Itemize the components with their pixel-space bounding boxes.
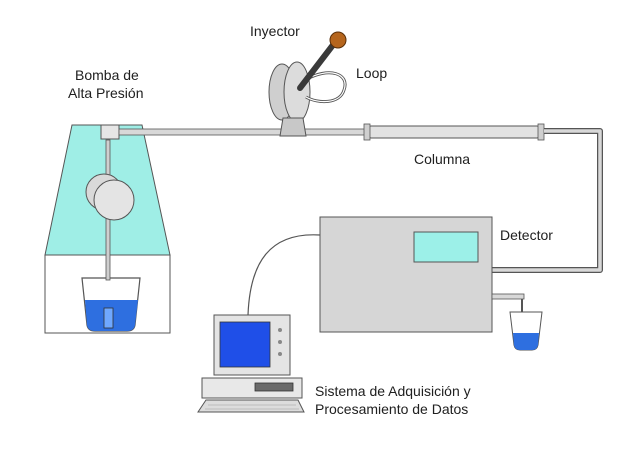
injector-disc-front: [283, 61, 311, 123]
injector-label: Inyector: [250, 23, 300, 39]
column-fitting-left: [363, 123, 371, 141]
computer-screen: [219, 321, 271, 368]
detector-display: [413, 231, 479, 263]
column-label: Columna: [414, 151, 471, 167]
data-system-label-line2: Procesamiento de Datos: [315, 401, 469, 417]
pump-label-line1: Bomba de: [75, 67, 139, 83]
monitor-button: [278, 328, 282, 332]
tubing-column-to-detector-inner: [492, 129, 602, 272]
loop-label: Loop: [356, 65, 388, 81]
keyboard: [197, 399, 305, 413]
column-fitting-right: [537, 123, 545, 141]
tubing-column-to-detector: [492, 128, 603, 273]
column-body: [367, 125, 541, 139]
waste-liquid: [513, 333, 539, 350]
intake-filter: [103, 307, 114, 329]
sample-loop-inner: [304, 72, 346, 103]
data-system-label-line1: Sistema de Adquisición y: [315, 383, 471, 399]
data-cable: [247, 234, 321, 316]
pump-label-line2: Alta Presión: [68, 85, 144, 101]
injector-handle: [297, 38, 339, 91]
detector-label: Detector: [500, 227, 553, 243]
monitor-button: [278, 340, 282, 344]
disk-drive: [254, 382, 294, 392]
monitor-button: [278, 352, 282, 356]
detector-outlet: [491, 293, 525, 300]
pump-piston-front: [93, 179, 135, 221]
tubing-injector-to-column: [301, 128, 369, 136]
tubing-pump-to-injector: [118, 128, 285, 136]
injector-base: [279, 117, 307, 137]
injector-knob: [329, 31, 347, 49]
pump-head: [100, 124, 120, 140]
